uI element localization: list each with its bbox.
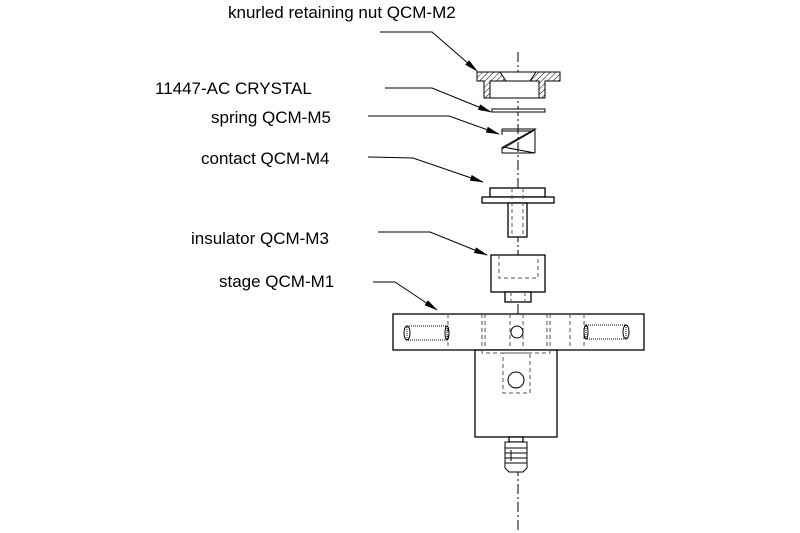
insulator bbox=[490, 254, 546, 303]
label-crystal: 11447-AC CRYSTAL bbox=[155, 79, 312, 98]
leader-stage bbox=[373, 281, 438, 311]
spring bbox=[501, 128, 537, 154]
label-spring: spring QCM-M5 bbox=[211, 108, 331, 127]
leader-contact bbox=[367, 156, 484, 183]
label-stage: stage QCM-M1 bbox=[219, 272, 334, 291]
leader-crystal bbox=[385, 87, 492, 113]
leader-insulator bbox=[378, 231, 488, 256]
leader-nut bbox=[380, 31, 478, 72]
contact bbox=[481, 187, 555, 238]
threaded-stud bbox=[504, 436, 528, 473]
crystal-disc bbox=[491, 108, 546, 113]
stage bbox=[392, 313, 645, 438]
label-insulator: insulator QCM-M3 bbox=[191, 229, 329, 248]
label-contact: contact QCM-M4 bbox=[201, 149, 329, 168]
leader-spring bbox=[368, 115, 500, 135]
knurled-nut bbox=[476, 71, 561, 99]
label-nut: knurled retaining nut QCM-M2 bbox=[228, 3, 456, 22]
